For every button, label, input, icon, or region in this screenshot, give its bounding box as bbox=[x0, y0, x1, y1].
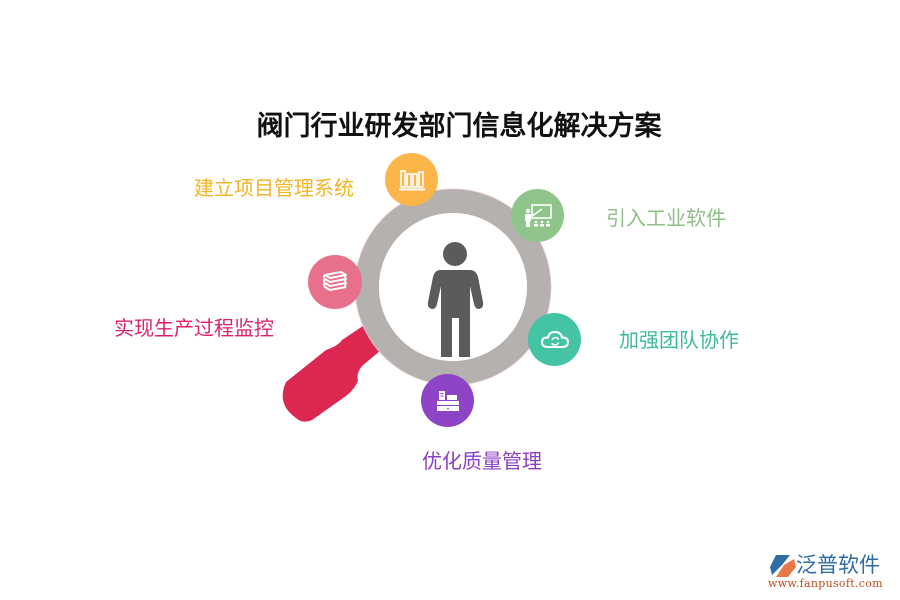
fanpu-logo-icon bbox=[770, 555, 796, 577]
book-stack-icon bbox=[323, 271, 347, 291]
brand-logo: 泛普软件 www.fanpusoft.com bbox=[766, 552, 896, 596]
logo-name: 泛普软件 bbox=[796, 553, 880, 577]
node-team-collaboration bbox=[528, 313, 581, 366]
title-text: 阀门行业研发部门信息化解决方案 bbox=[256, 111, 662, 142]
label-project-management: 建立项目管理系统 bbox=[194, 176, 354, 200]
page-title: 阀门行业研发部门信息化解决方案 bbox=[0, 104, 900, 143]
cash-register-icon bbox=[436, 390, 459, 411]
cloud-sync-icon bbox=[540, 330, 569, 348]
node-project-management bbox=[385, 153, 438, 206]
books-shelf-icon bbox=[398, 169, 425, 190]
label-industrial-software: 引入工业软件 bbox=[606, 206, 726, 230]
node-quality-management bbox=[421, 374, 474, 427]
label-production-monitoring: 实现生产过程监控 bbox=[114, 316, 274, 340]
label-quality-management: 优化质量管理 bbox=[422, 449, 542, 473]
person-icon bbox=[427, 242, 484, 357]
logo-url: www.fanpusoft.com bbox=[768, 577, 883, 590]
node-industrial-software bbox=[511, 189, 564, 242]
magnifier-handle bbox=[282, 318, 393, 422]
magnifier-ring bbox=[355, 189, 551, 385]
node-production-monitoring bbox=[308, 255, 362, 309]
label-team-collaboration: 加强团队协作 bbox=[619, 328, 739, 352]
teacher-presentation-icon bbox=[524, 203, 552, 227]
